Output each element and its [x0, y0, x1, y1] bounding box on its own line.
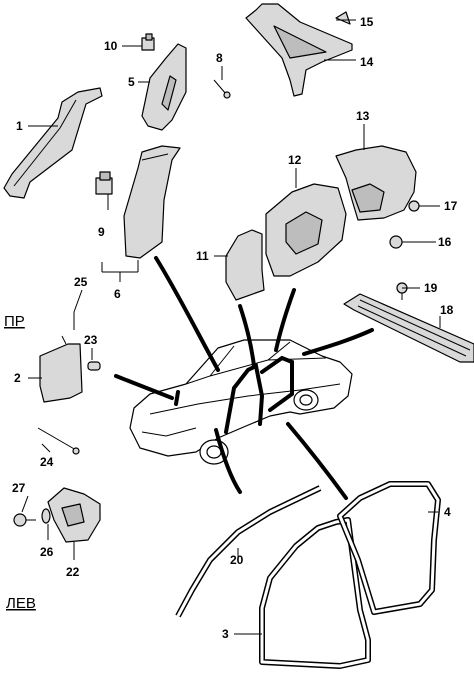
label-part-9: 9: [98, 225, 105, 239]
label-part-17: 17: [444, 199, 458, 213]
part-9-clip: [95, 171, 113, 195]
part-26-pin: [41, 508, 51, 524]
label-part-1: 1: [16, 119, 23, 133]
part-23-plug: [87, 361, 101, 371]
part-19-clip: [396, 282, 408, 300]
label-part-12: 12: [288, 153, 302, 167]
part-13-wheelhouse-trim: [335, 145, 417, 221]
label-part-14: 14: [360, 55, 374, 69]
label-part-19: 19: [424, 281, 438, 295]
label-part-13: 13: [356, 109, 370, 123]
label-part-24: 24: [40, 455, 54, 469]
label-part-10: 10: [104, 39, 118, 53]
label-part-18: 18: [440, 303, 454, 317]
label-part-15: 15: [360, 15, 374, 29]
label-part-23: 23: [84, 333, 98, 347]
label-part-22: 22: [66, 565, 80, 579]
part-5-b-pillar-upper-trim: [141, 43, 187, 131]
label-part-26: 26: [40, 545, 54, 559]
side-label-right: ПР: [4, 313, 25, 330]
label-part-6: 6: [114, 287, 121, 301]
part-12-quarter-trim: [265, 183, 347, 277]
part-11-quarter-lower-trim: [225, 229, 265, 301]
part-16-clip: [389, 235, 410, 249]
label-part-3: 3: [222, 627, 229, 641]
label-part-20: 20: [230, 553, 244, 567]
label-part-16: 16: [438, 235, 452, 249]
part-27-screw: [13, 513, 36, 527]
label-part-11: 11: [196, 249, 209, 263]
pointer-lines: [114, 256, 374, 500]
label-leaders: [21, 19, 441, 635]
part-18-sill-scuff: [343, 293, 474, 363]
label-part-27: 27: [12, 481, 26, 495]
part-20-seal-strip: [175, 485, 322, 618]
label-part-8: 8: [216, 51, 223, 65]
part-15-clip: [335, 11, 351, 25]
part-6-b-pillar-lower-trim: [123, 145, 181, 259]
label-part-5: 5: [128, 75, 135, 89]
label-part-2: 2: [14, 371, 21, 385]
car-body: [129, 339, 353, 465]
car-door-seal-outline: [174, 355, 294, 434]
part-10-clip: [141, 33, 155, 51]
part-14-c-pillar-trim: [245, 3, 353, 97]
label-part-25: 25: [74, 275, 88, 289]
part-8-screw: [213, 79, 231, 99]
label-part-4: 4: [444, 505, 451, 519]
part-22-bracket: [47, 487, 101, 543]
side-label-left: ЛЕВ: [6, 595, 36, 612]
part-4-rear-door-seal: [337, 481, 441, 615]
part-1-a-pillar-trim: [3, 87, 103, 199]
part-2-bracket: [39, 335, 83, 403]
part-24-bolt: [37, 427, 80, 455]
